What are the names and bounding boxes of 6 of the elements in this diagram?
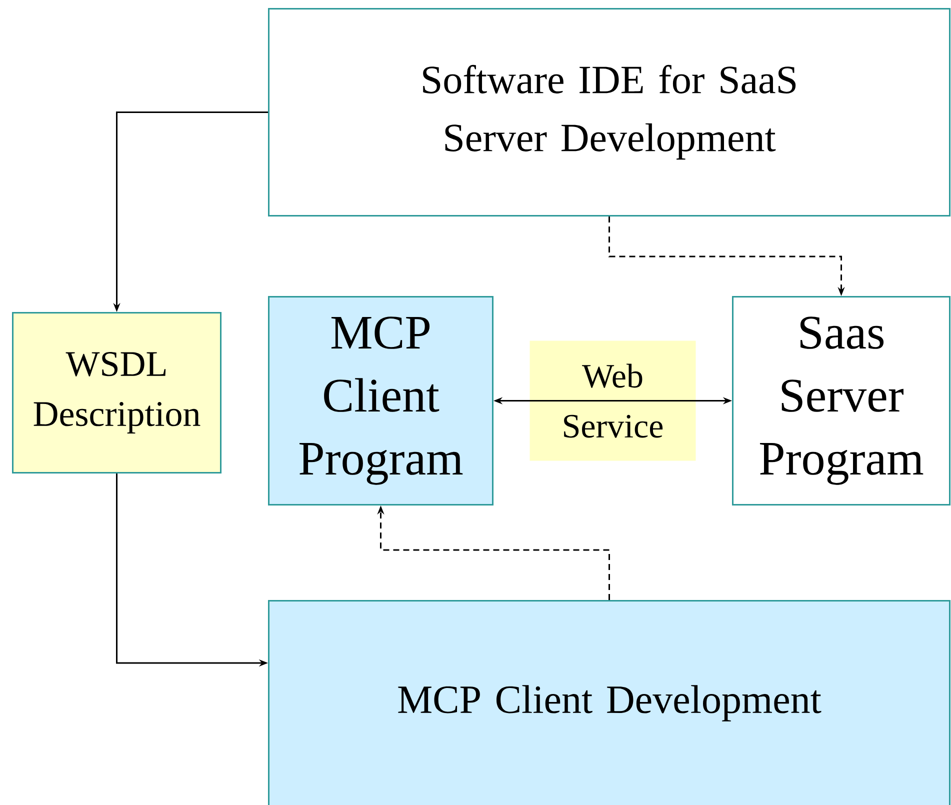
edge-label: Web Service — [564, 364, 663, 438]
process-box: Software IDE for SaaS Server Development — [268, 8, 950, 216]
document-box: WSDL Description — [12, 312, 222, 474]
program-box: MCP Client Program — [268, 296, 494, 506]
program-box: Saas Server Program — [732, 296, 950, 506]
process-box: MCP Client Development — [268, 600, 950, 805]
